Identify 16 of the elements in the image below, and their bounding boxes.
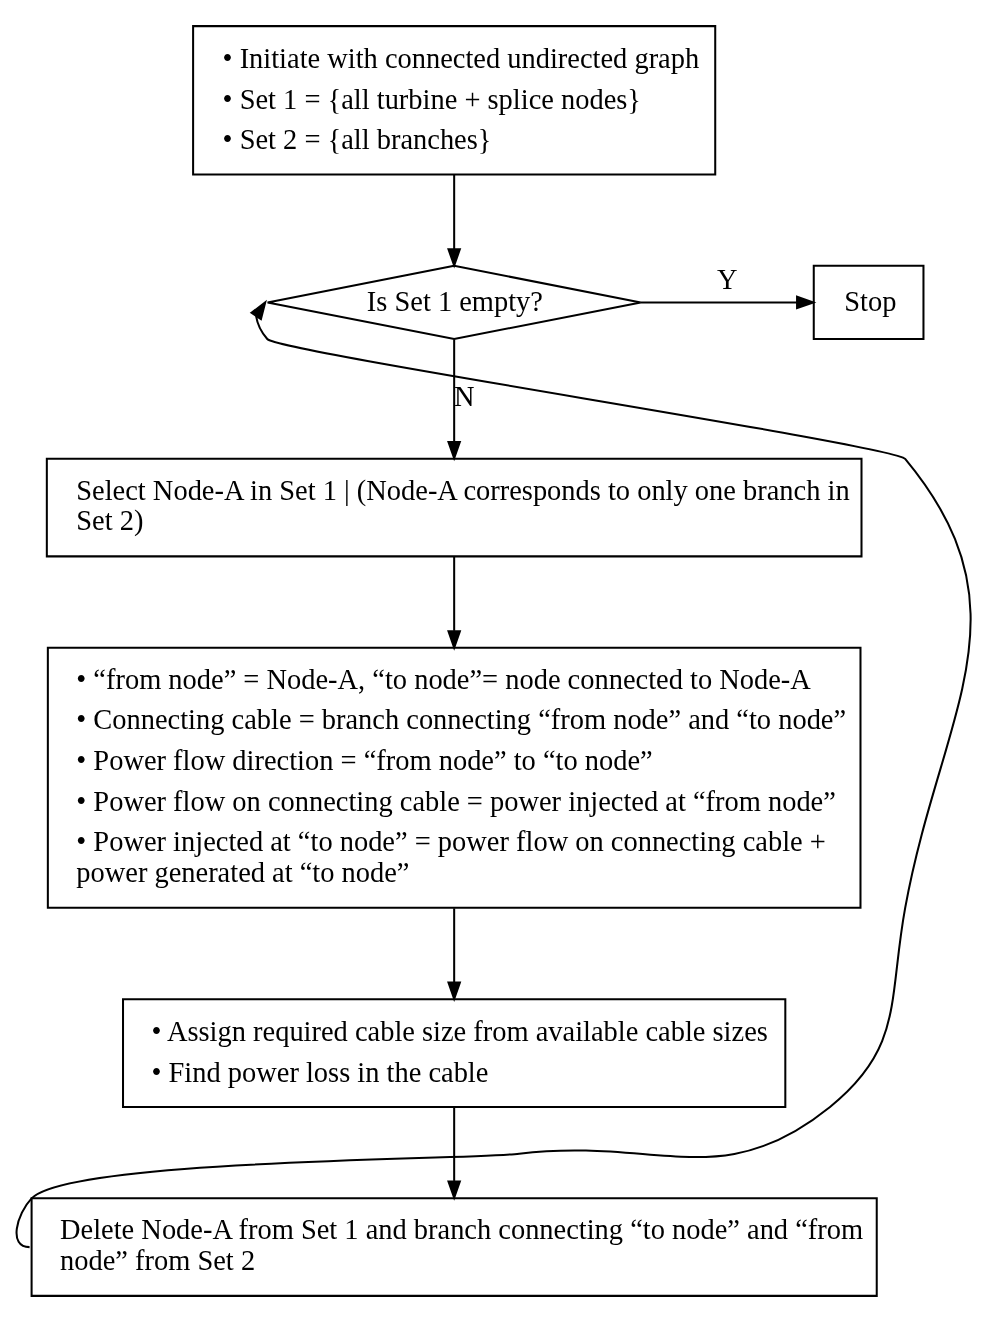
node-box: • Initiate with connected undirected graph • Set 1 = {all turbine + splice nodes} • Set 2 = {all branches} — [192, 24, 717, 175]
arrow — [447, 556, 462, 651]
node-diamond: Is Set 1 empty? — [266, 264, 642, 340]
arrow — [447, 1106, 462, 1201]
arrow — [447, 907, 462, 1002]
node-box: • “from node” = Node-A, “to node”= node connected to Node-A • Connecting cable = branch connecting “from node” and “to node” • Power flow direction = “from node” to “to node” • Power flow on connecting cable = power injected at “from node” • Power injected at “to node” = power flow on connecting cable + power generated at “to node” — [46, 646, 862, 909]
node-box: • Assign required cable size from available cable sizes • Find power loss in the cable — [122, 997, 787, 1108]
edge-label: N — [454, 380, 475, 412]
edge-label: Y — [717, 263, 738, 295]
node-box: Stop — [812, 264, 925, 340]
arrow — [15, 299, 972, 1248]
arrow — [447, 174, 462, 269]
node-box: Delete Node-A from Set 1 and branch connecting “to node” and “from node” from Set 2 — [30, 1196, 878, 1297]
arrow — [447, 339, 462, 461]
arrow — [640, 294, 817, 310]
node-box: Select Node-A in Set 1 | (Node-A corresponds to only one branch in Set 2) — [45, 457, 863, 557]
